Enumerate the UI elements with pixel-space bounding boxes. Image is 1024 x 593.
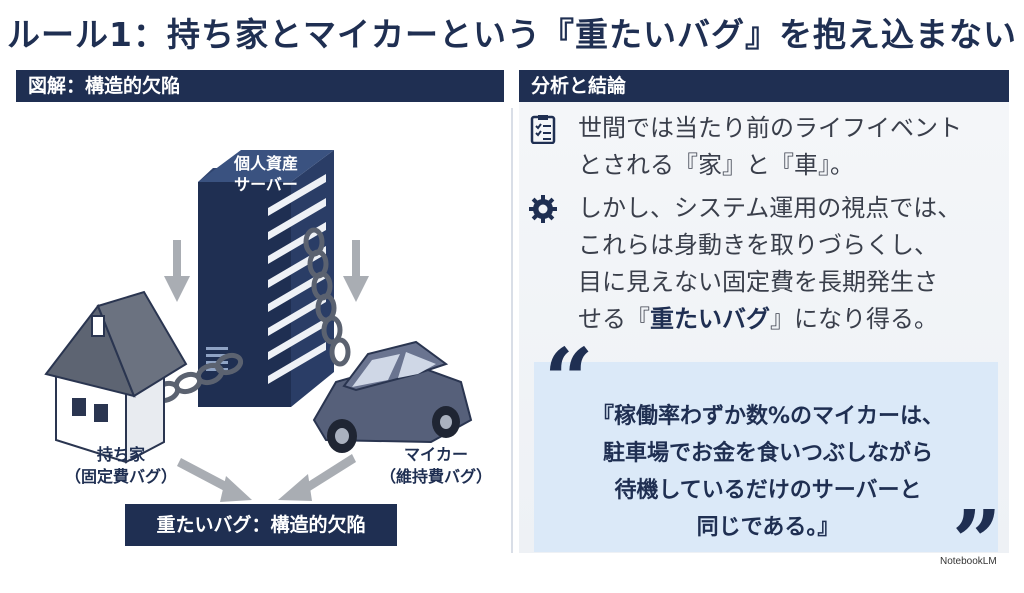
heavy-bug-emphasis: 重たいバグ bbox=[650, 305, 770, 333]
point-life-events: 世間では当たり前のライフイベント とされる『家』と『車』。 bbox=[528, 110, 1008, 190]
point2-line1: しかし、システム運用の視点では、 bbox=[578, 194, 962, 222]
column-divider bbox=[511, 108, 513, 553]
structural-defect-diagram bbox=[44, 150, 473, 502]
point1-line1: 世間では当たり前のライフイベント bbox=[578, 114, 962, 142]
point-system-view: しかし、システム運用の視点では、 これらは身動きを取りづらくし、 目に見えない固… bbox=[528, 190, 1008, 345]
point2-line2: これらは身動きを取りづらくし、 bbox=[578, 231, 938, 259]
checklist-icon bbox=[530, 115, 556, 144]
point2-line3: 目に見えない固定費を長期発生さ bbox=[578, 268, 938, 296]
left-section-heading: 図解：構造的欠陥 bbox=[16, 70, 504, 102]
car-label: マイカー （維持費バグ） bbox=[379, 445, 492, 486]
point2-line4: せる『重たいバグ』になり得る。 bbox=[578, 305, 938, 333]
result-label: 重たいバグ：構造的欠陥 bbox=[125, 504, 397, 546]
gear-icon bbox=[529, 195, 557, 223]
page-title: ルール1：持ち家とマイカーという『重たいバグ』を抱え込まない bbox=[7, 15, 1017, 54]
house-icon bbox=[44, 290, 188, 464]
quote-text: 『稼働率わずか数%のマイカーは、 駐車場でお金を食いつぶしながら 待機しているだ… bbox=[591, 404, 945, 540]
close-quote-icon: ” bbox=[952, 492, 1002, 593]
arrow-car-to-result-icon bbox=[278, 454, 356, 501]
point1-line2: とされる『家』と『車』。 bbox=[578, 151, 854, 179]
car-icon bbox=[312, 340, 473, 453]
arrow-house-to-result-icon bbox=[177, 458, 252, 502]
server-label: 個人資産 サーバー bbox=[233, 154, 298, 194]
arrow-down-right-icon bbox=[343, 240, 369, 302]
house-label: 持ち家 （固定費バグ） bbox=[64, 445, 177, 486]
quote-box bbox=[534, 362, 998, 552]
server-rack-icon bbox=[198, 150, 334, 407]
open-quote-icon: “ bbox=[544, 330, 594, 431]
chain-to-car-icon bbox=[303, 227, 351, 367]
arrow-down-left-icon bbox=[164, 240, 190, 302]
brand-watermark: NotebookLM bbox=[940, 556, 997, 567]
right-section-heading: 分析と結論 bbox=[519, 70, 1009, 102]
